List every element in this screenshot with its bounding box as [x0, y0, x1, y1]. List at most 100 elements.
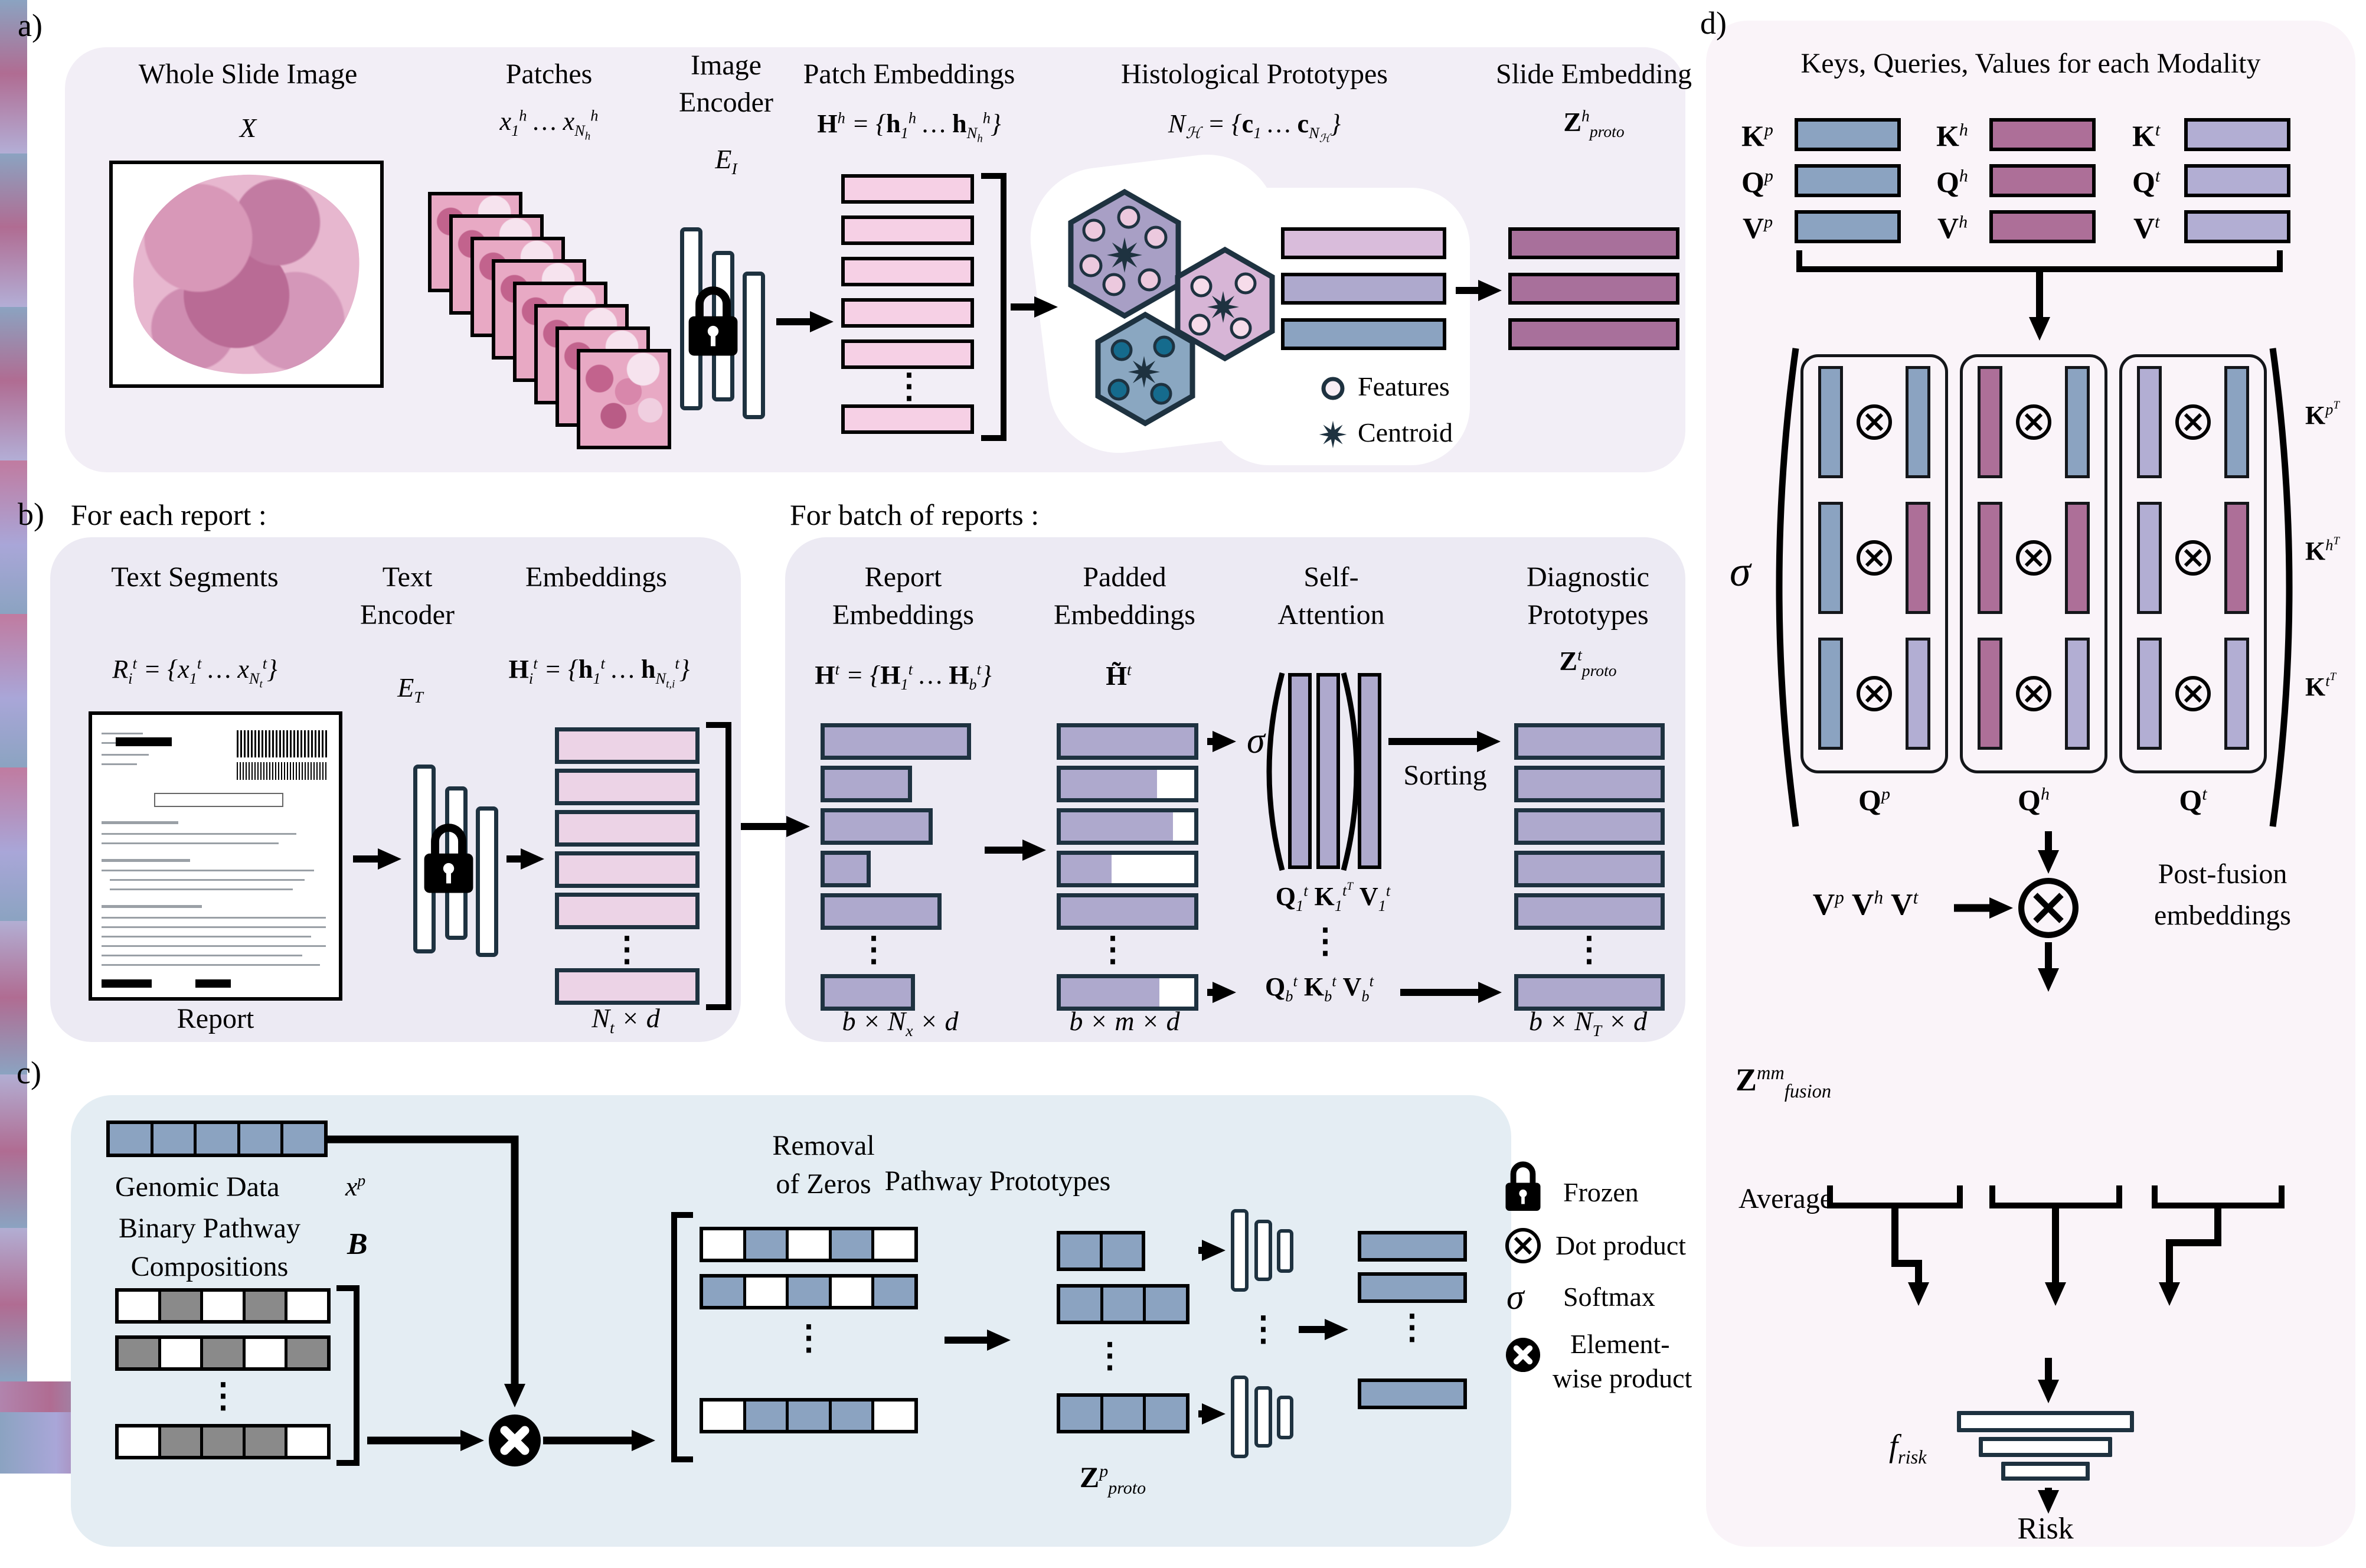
math-patches: x1h … xNhh: [499, 106, 599, 143]
pathway-encoder-bar: [1231, 1376, 1249, 1458]
binary-pathway-label-2: Compositions: [130, 1251, 289, 1282]
kqv-bar-t: [2184, 210, 2290, 243]
label-qh: Qh: [1936, 165, 1968, 198]
attention-q-bar: [1288, 673, 1312, 869]
report-text-line: [102, 842, 279, 844]
header-text-encoder-1: Text: [382, 561, 433, 593]
header-diagnostic-prototypes-2: Prototypes: [1527, 599, 1649, 631]
report-barcode: [237, 730, 328, 757]
k-bar-t: [1906, 638, 1930, 750]
pathway-prototype-bar: [1057, 1231, 1145, 1271]
padded-embedding-bar: [1057, 974, 1198, 1011]
label-kpT: KpT: [2305, 399, 2340, 430]
slide-embedding-bar: [1508, 227, 1679, 259]
header-self-attention-2: Attention: [1277, 599, 1385, 631]
vdots: ⋮: [610, 930, 644, 968]
report-text-line: [102, 905, 202, 908]
kqv-bar-p: [1795, 164, 1901, 197]
dim-b-nT-d: b × NT × d: [1528, 1006, 1648, 1040]
q-bar-h: [1978, 366, 2002, 478]
postfusion-label-2: embeddings: [2154, 900, 2291, 931]
header-image-encoder-2: Encoder: [679, 87, 773, 118]
header-padded-embeddings-2: Embeddings: [1054, 599, 1195, 631]
heading-for-batch: For batch of reports :: [790, 498, 1040, 531]
header-padded-embeddings-1: Padded: [1083, 561, 1166, 593]
report-embedding-bar: [821, 723, 971, 760]
panel-d-label: d): [1700, 5, 1727, 41]
report-redaction: [116, 737, 172, 746]
attention-column-qt: [2119, 354, 2267, 773]
fusion-bar: [0, 614, 27, 767]
report-embedding-bar: [821, 808, 933, 845]
padded-embedding-bar: [1057, 808, 1198, 845]
attention-k-bar: [1316, 673, 1340, 869]
math-padded-embeddings: H̃t: [1106, 660, 1132, 691]
panel-c-label: c): [17, 1055, 41, 1090]
k-bar-p: [2224, 366, 2249, 478]
label-qp-bottom: Qp: [1858, 783, 1890, 816]
math-text-segments: Rit = {x1t … xNtt}: [112, 654, 277, 691]
text-embedding-bar: [555, 893, 700, 929]
slide-embedding-bar: [1508, 318, 1679, 350]
heading-for-each-report: For each report :: [71, 498, 267, 531]
report-text-line: [110, 879, 305, 881]
report-text-line: [102, 926, 326, 928]
label-kp: Kp: [1741, 119, 1773, 152]
k-bar-p: [1906, 366, 1930, 478]
vdots: ⋮: [1246, 1309, 1280, 1348]
pathway-prototypes-title: Pathway Prototypes: [884, 1165, 1111, 1197]
features-label: Features: [1358, 371, 1450, 401]
label-vp: Vp: [1743, 211, 1773, 244]
binary-pathway-bar: [115, 1335, 331, 1371]
header-self-attention-1: Self-: [1303, 561, 1359, 593]
dim-nt-d: Nt × d: [592, 1003, 660, 1037]
attention-column-qh: [1960, 354, 2107, 773]
legend-elementwise-label-2: wise product: [1553, 1363, 1692, 1393]
patch-embedding-bar: [841, 257, 974, 286]
dim-b-m-d: b × m × d: [1069, 1006, 1180, 1036]
patch-embedding-bar: [841, 404, 974, 434]
report-document: [89, 711, 342, 1001]
dot-product-icon: [1507, 1230, 1539, 1262]
report-text-line: [102, 936, 311, 937]
legend-elementwise-label-1: Element-: [1570, 1329, 1670, 1359]
fusion-bar: [0, 153, 27, 307]
fusion-bar: [0, 0, 27, 153]
legend-sigma: σ: [1506, 1278, 1524, 1317]
diagnostic-prototype-bar: [1514, 893, 1665, 930]
removal-zeros-bar: [700, 1227, 918, 1262]
report-label: Report: [177, 1003, 254, 1034]
image-encoder-bar: [712, 251, 734, 401]
binary-pathway-math: B: [347, 1227, 368, 1261]
kqv-bar-h: [1989, 118, 2096, 151]
pathway-output-bar: [1358, 1231, 1467, 1262]
vdots: ⋮: [1572, 930, 1606, 968]
patch-embedding-bar: [841, 298, 974, 328]
header-report-embeddings-1: Report: [864, 561, 942, 593]
postfusion-label-1: Post-fusion: [2158, 858, 2287, 890]
header-text-segments: Text Segments: [111, 561, 279, 593]
vdots: ⋮: [892, 367, 926, 405]
pathway-encoder-bar: [1254, 1220, 1272, 1281]
binary-pathway-bar: [115, 1424, 331, 1459]
report-text-line: [102, 964, 320, 966]
math-slide-embedding: Zhproto: [1563, 106, 1625, 141]
risk-mlp-layer: [1979, 1437, 2112, 1457]
removal-of-zeros-label-1: Removal: [772, 1130, 875, 1161]
diagnostic-prototype-bar: [1514, 723, 1665, 760]
diagnostic-prototype-bar: [1514, 974, 1665, 1011]
removal-zeros-bar: [700, 1398, 918, 1433]
pathway-output-bar: [1358, 1378, 1467, 1409]
removal-of-zeros-label-2: of Zeros: [776, 1168, 871, 1200]
risk-mlp-layer: [2001, 1462, 2090, 1481]
label-kh: Kh: [1936, 119, 1968, 152]
report-text-line: [102, 955, 302, 956]
genomic-data-math: xp: [345, 1171, 366, 1201]
label-f-risk: frisk: [1889, 1428, 1927, 1468]
math-image-encoder: EI: [715, 144, 737, 178]
fusion-bar: [0, 1074, 27, 1228]
report-text-line: [102, 870, 314, 871]
text-encoder-bar: [413, 765, 436, 953]
kqv-bar-t: [2184, 164, 2290, 197]
vdots: ⋮: [206, 1376, 240, 1415]
